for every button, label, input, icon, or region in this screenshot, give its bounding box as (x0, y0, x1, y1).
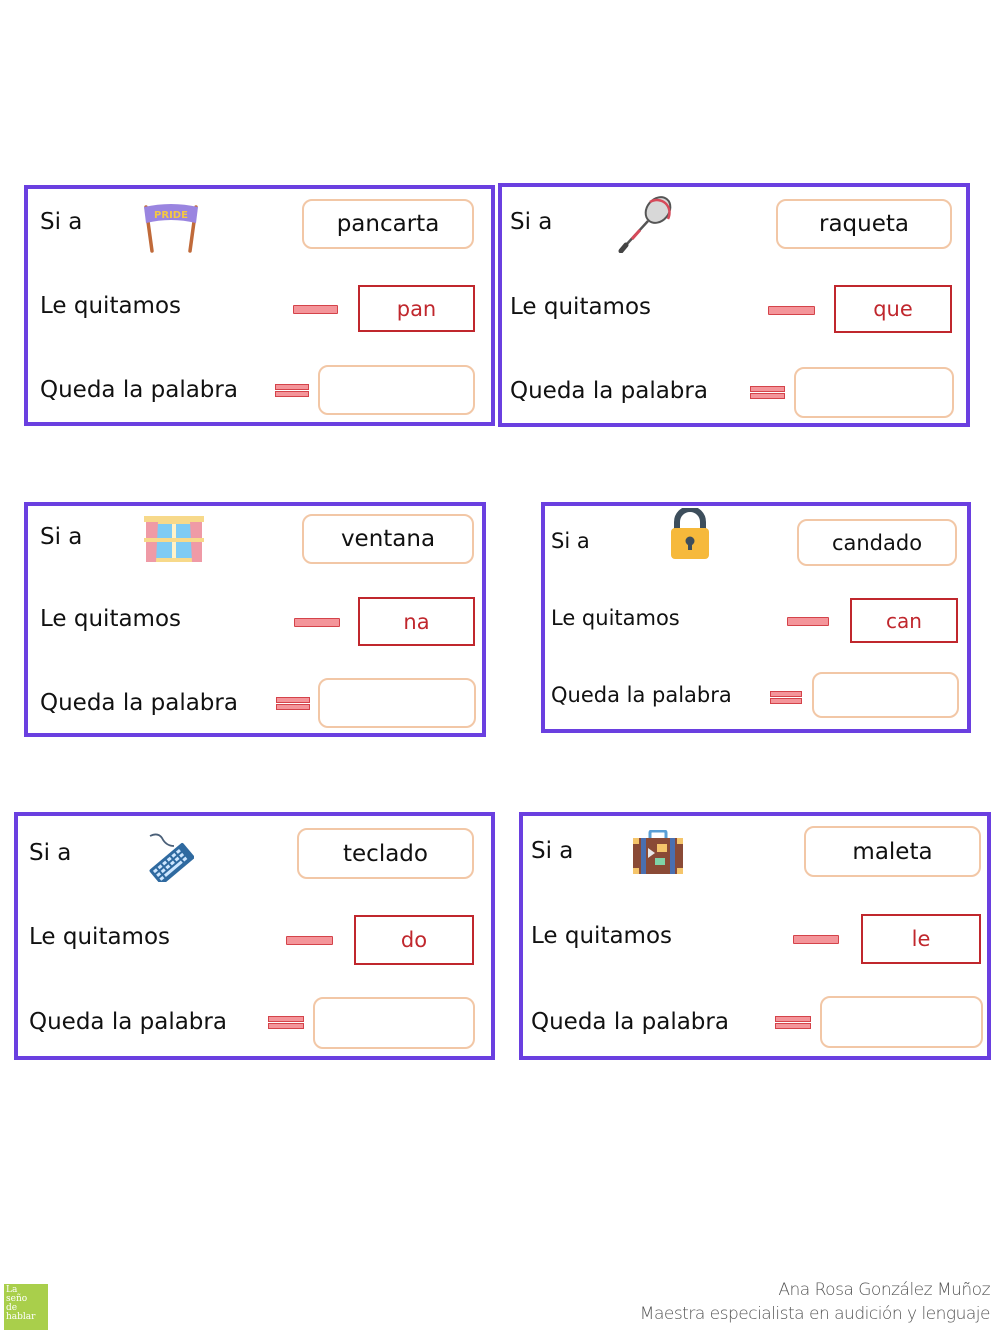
svg-text:PRIDE: PRIDE (154, 210, 188, 221)
logo-line: hablar (6, 1312, 36, 1322)
syllable-box: pan (358, 285, 475, 332)
label-si-a: Si a (40, 209, 83, 235)
word-box: ventana (302, 514, 474, 564)
card-candado: Si a candado Le quitamos can Queda la pa… (541, 502, 971, 733)
card-pancarta: Si a PRIDE pancarta Le quitamos pan Qued… (24, 185, 495, 426)
suitcase-icon (633, 830, 683, 874)
padlock-icon (671, 508, 709, 559)
equals-sign-icon (268, 1016, 304, 1029)
minus-sign-icon (293, 305, 338, 314)
word-box: candado (797, 519, 957, 566)
author-role: Maestra especialista en audición y lengu… (639, 1304, 991, 1324)
author-name: Ana Rosa González Muñoz (778, 1280, 990, 1300)
syllable-box: na (358, 597, 475, 646)
syllable-box: do (354, 915, 474, 965)
equals-sign-icon (750, 386, 785, 399)
card-raqueta: Si a raqueta Le quitamos que Queda la pa… (498, 183, 970, 427)
label-si-a: Si a (29, 840, 72, 866)
syllable-box: le (861, 914, 981, 964)
minus-sign-icon (793, 935, 839, 944)
logo-line: La (6, 1285, 18, 1295)
word-box: pancarta (302, 199, 474, 249)
syllable-box: can (850, 598, 958, 643)
syllable-box: que (834, 285, 952, 333)
card-ventana: Si a ventana Le quitamos na Queda la pal… (24, 502, 486, 737)
answer-input[interactable] (313, 997, 475, 1049)
answer-input[interactable] (318, 678, 476, 728)
label-queda-la-palabra: Queda la palabra (40, 377, 238, 403)
label-le-quitamos: Le quitamos (551, 606, 680, 630)
answer-input[interactable] (812, 672, 959, 718)
label-si-a: Si a (40, 524, 83, 550)
equals-sign-icon (770, 691, 802, 704)
minus-sign-icon (768, 306, 815, 315)
minus-sign-icon (286, 936, 333, 945)
answer-input[interactable] (794, 367, 954, 418)
word-box: teclado (297, 828, 474, 879)
label-si-a: Si a (531, 838, 574, 864)
card-teclado: Si a teclado Le quitamos do Queda la pal… (14, 812, 495, 1060)
label-si-a: Si a (510, 209, 553, 235)
card-maleta: Si a maleta Le quitamos le Queda la pala… (519, 812, 991, 1060)
label-queda-la-palabra: Queda la palabra (531, 1009, 729, 1035)
label-le-quitamos: Le quitamos (510, 294, 652, 320)
word-box: raqueta (776, 199, 952, 249)
label-queda-la-palabra: Queda la palabra (29, 1009, 227, 1035)
label-queda-la-palabra: Queda la palabra (551, 683, 732, 707)
label-queda-la-palabra: Queda la palabra (40, 690, 238, 716)
word-box: maleta (804, 826, 981, 877)
answer-input[interactable] (820, 996, 983, 1048)
label-si-a: Si a (551, 529, 590, 553)
logo-line: seño (6, 1294, 28, 1304)
minus-sign-icon (294, 618, 340, 627)
label-le-quitamos: Le quitamos (531, 923, 673, 949)
keyboard-icon (149, 833, 194, 882)
answer-input[interactable] (318, 365, 475, 415)
label-le-quitamos: Le quitamos (40, 606, 182, 632)
pride-banner-icon: PRIDE (144, 204, 198, 253)
badminton-racket-icon (618, 196, 672, 253)
equals-sign-icon (275, 384, 309, 397)
window-icon (144, 516, 204, 562)
logo-line: de (6, 1303, 18, 1313)
equals-sign-icon (775, 1016, 811, 1029)
label-le-quitamos: Le quitamos (40, 293, 182, 319)
equals-sign-icon (276, 697, 310, 710)
logo: La seño de hablar (4, 1284, 48, 1330)
minus-sign-icon (787, 617, 829, 626)
label-queda-la-palabra: Queda la palabra (510, 378, 708, 404)
label-le-quitamos: Le quitamos (29, 924, 171, 950)
